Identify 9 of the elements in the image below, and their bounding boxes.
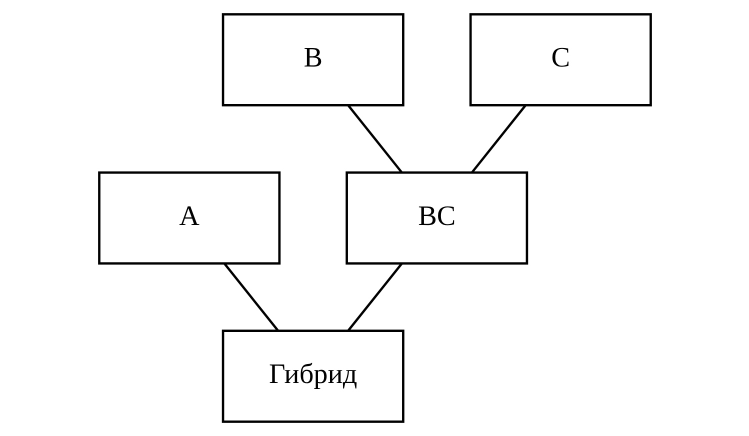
node-box: BC [345,171,528,265]
connector [346,262,402,332]
node-box: Гибрид [221,330,404,423]
node-box: B [221,13,404,106]
connector [223,262,278,332]
connector [470,104,526,174]
node-box: C [468,13,652,106]
node-box: A [98,171,280,265]
connector [346,104,402,174]
